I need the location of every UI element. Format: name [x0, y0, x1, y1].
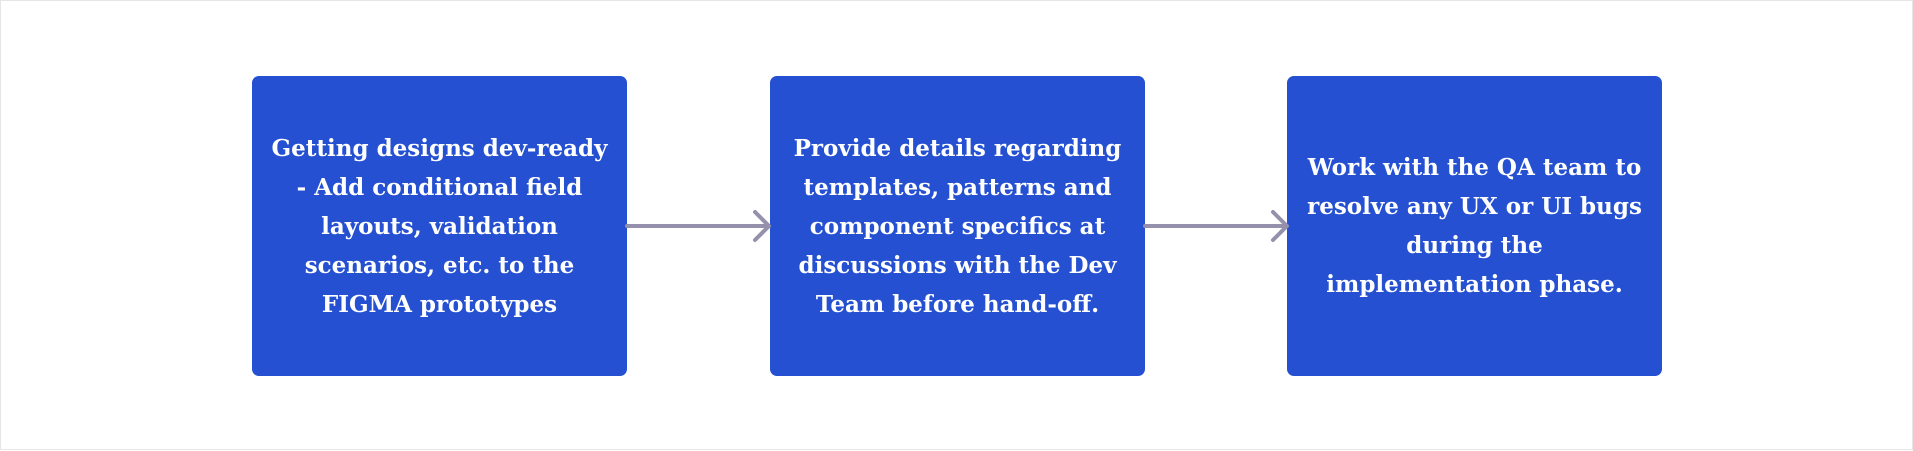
step-text: Getting designs dev-ready - Add conditio… — [271, 134, 608, 318]
step-text: Work with the QA team to resolve any UX … — [1307, 154, 1642, 298]
step-box-dev-discussion: Provide details regarding templates, pat… — [770, 76, 1145, 376]
step-text: Provide details regarding templates, pat… — [793, 134, 1122, 318]
arrow-step-2-to-3 — [1143, 210, 1289, 242]
step-box-qa-bugs: Work with the QA team to resolve any UX … — [1287, 76, 1662, 376]
arrow-step-1-to-2 — [625, 210, 771, 242]
step-box-design-handoff: Getting designs dev-ready - Add conditio… — [252, 76, 627, 376]
